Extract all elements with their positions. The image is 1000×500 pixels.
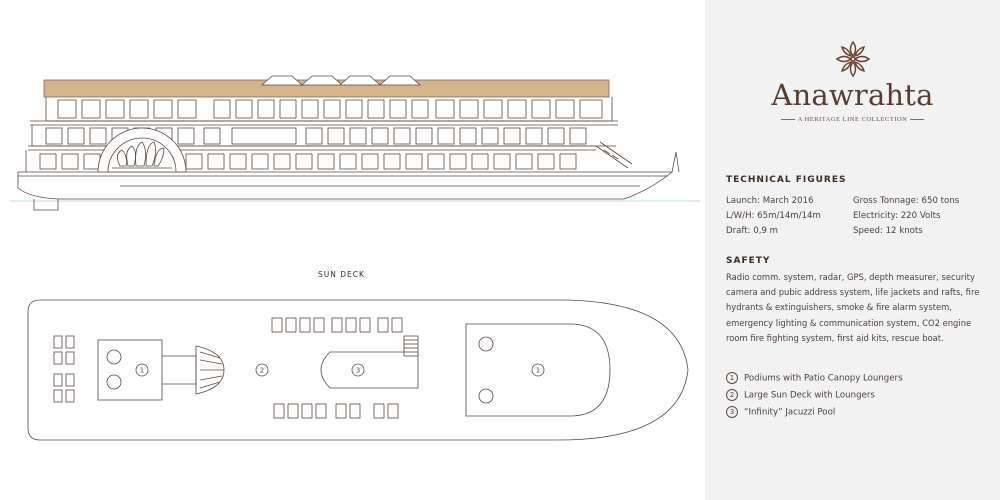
ship-side-elevation [10,75,700,211]
dimensions-value: L/W/H: 65m/14m/14m [726,211,821,221]
stern-loungers [53,335,75,403]
podium-bow [465,323,611,417]
deck-marker: 1 [140,367,144,375]
launch-value: Launch: March 2016 [726,196,814,206]
legend-number: 2 [726,389,738,401]
deck-title: SUN DECK [318,270,365,279]
deck-marker: 1 [536,367,540,375]
technical-right: Gross Tonnage: 650 tons Electricity: 220… [853,194,959,239]
bow-stairs [595,141,633,169]
brand-tagline: A HERITAGE LINE COLLECTION [705,116,1000,123]
legend-item: 3 “Infinity” Jacuzzi Pool [726,406,835,418]
lounger-row-top [271,317,403,333]
deck-markers [135,363,545,377]
legend-label: “Infinity” Jacuzzi Pool [744,407,836,418]
legend-item: 1 Podiums with Patio Canopy Loungers [726,372,903,384]
jacuzzi-pool [320,351,419,389]
upper-windows [57,99,603,119]
hull [17,171,674,200]
legend-number: 1 [726,372,738,384]
legend-number: 3 [726,406,738,418]
ship-drawing: 1 2 3 1 [10,75,700,441]
brand-name: Anawrahta [771,78,934,112]
info-panel: Anawrahta A HERITAGE LINE COLLECTION TEC… [705,0,1000,500]
technical-heading: TECHNICAL FIGURES [726,175,847,185]
rooftop-canopies [260,75,422,86]
electricity-value: Electricity: 220 Volts [853,211,941,221]
deck-marker: 2 [260,367,264,375]
safety-heading: SAFETY [726,256,771,266]
safety-text: Radio comm. system, radar, GPS, depth me… [726,272,980,343]
deck-marker: 3 [356,367,360,375]
legend-label: Large Sun Deck with Loungers [744,390,875,401]
draft-value: Draft: 0,9 m [726,226,779,236]
tonnage-value: Gross Tonnage: 650 tons [853,196,960,206]
lounger-row-bottom [273,403,399,419]
paddle-wheel [97,127,187,173]
speed-value: Speed: 12 knots [853,226,923,236]
podium-stern [97,339,163,401]
legend-item: 2 Large Sun Deck with Loungers [726,389,875,401]
main-windows [39,153,577,170]
lotus-ornament-icon [835,40,871,78]
technical-left: Launch: March 2016 L/W/H: 65m/14m/14m Dr… [726,194,821,239]
legend-label: Podiums with Patio Canopy Loungers [744,373,903,384]
